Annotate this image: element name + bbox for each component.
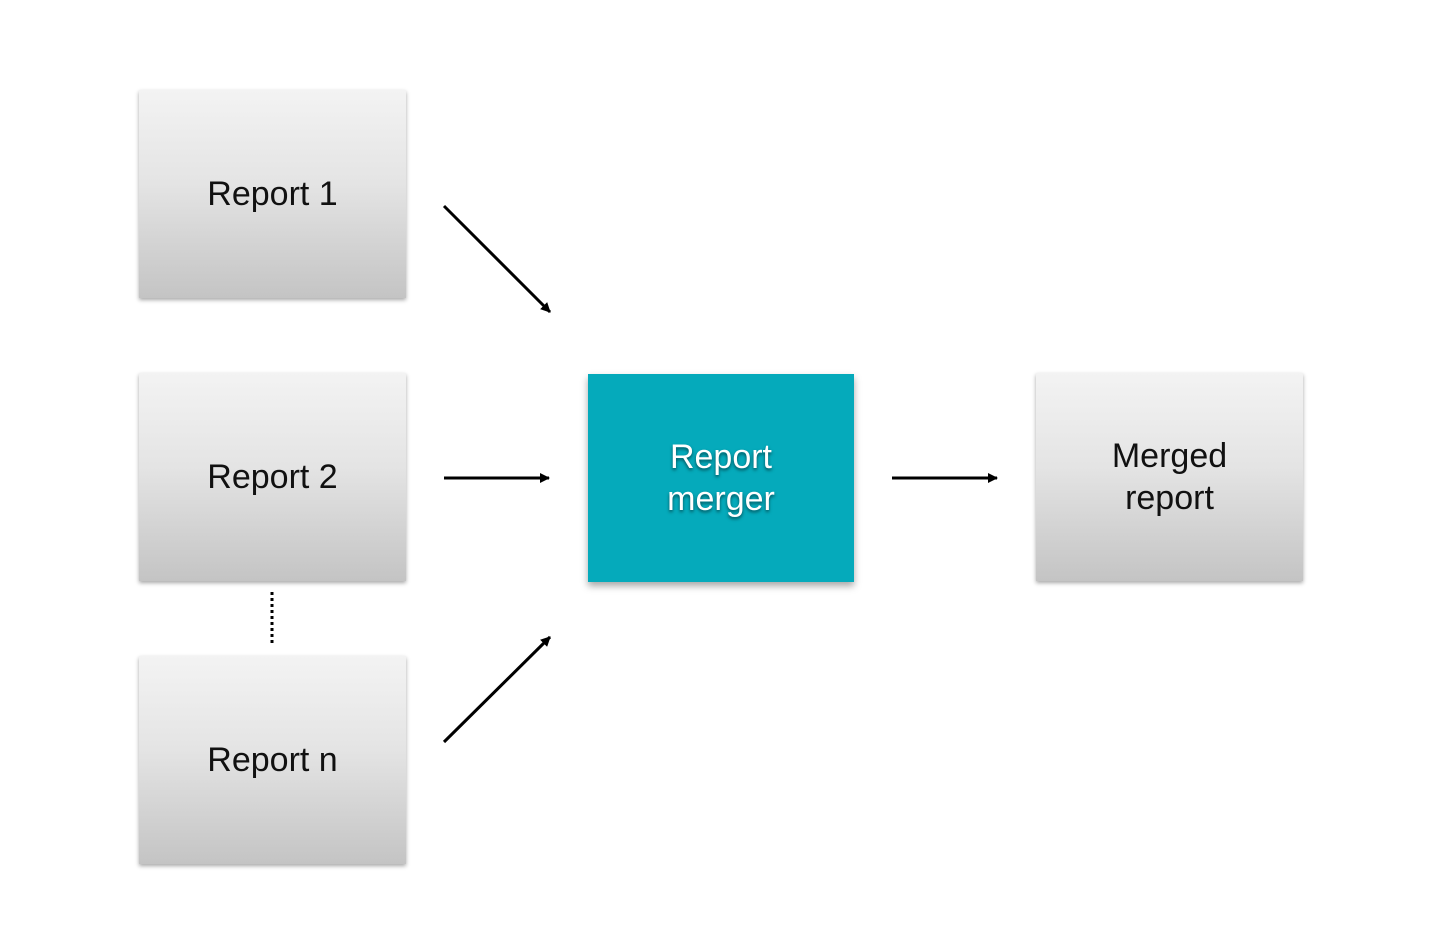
report-1-box: Report 1 xyxy=(139,90,406,298)
edge-report-1-to-merger xyxy=(442,204,552,314)
report-1-label: Report 1 xyxy=(207,175,338,213)
report-merger-box: Report merger xyxy=(588,374,854,582)
report-2-label: Report 2 xyxy=(207,458,338,496)
merged-report-label: Merged report xyxy=(1111,437,1228,517)
report-n-label: Report n xyxy=(207,741,338,779)
merged-report-box: Merged report xyxy=(1036,373,1303,581)
report-n-box: Report n xyxy=(139,656,406,864)
edge-report-n-to-merger xyxy=(442,635,552,744)
report-2-box: Report 2 xyxy=(139,373,406,581)
report-merger-label: Report merger xyxy=(667,438,775,518)
